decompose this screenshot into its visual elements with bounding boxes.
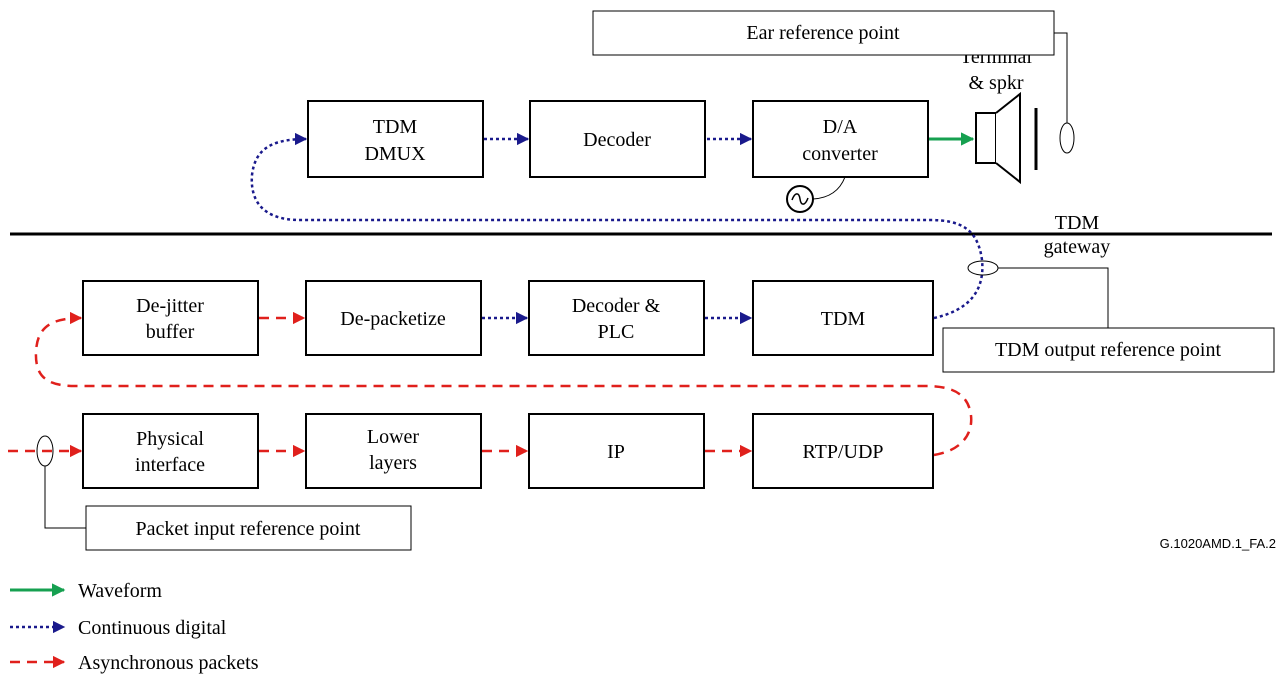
- legend: Waveform Continuous digital Asynchronous…: [10, 580, 259, 674]
- packet-input-reference-point: Packet input reference point: [36, 435, 412, 551]
- legend-label-asynchronous-packets: Asynchronous packets: [78, 652, 259, 674]
- tdm-box: TDM: [752, 280, 934, 356]
- depacketize-label: De-packetize: [340, 308, 446, 330]
- arrow-rtp-to-dejitter: [34, 311, 973, 457]
- depacketize-box: De-packetize: [305, 280, 482, 356]
- lower-label-2: layers: [369, 452, 417, 474]
- dejitter-label-2: buffer: [146, 321, 195, 343]
- legend-item-waveform: Waveform: [10, 580, 162, 602]
- decoder-plc-label-2: PLC: [598, 321, 635, 343]
- ip-box: IP: [528, 413, 705, 489]
- lower-layers-box: Lower layers: [305, 413, 482, 489]
- clock-oscillator-icon: [786, 176, 846, 213]
- dejitter-label-1: De-jitter: [136, 295, 204, 317]
- rtp-udp-label: RTP/UDP: [802, 441, 883, 463]
- ear-reference-point: Ear reference point: [592, 10, 1075, 154]
- legend-item-asynchronous-packets: Asynchronous packets: [10, 652, 259, 674]
- physical-label-1: Physical: [136, 428, 204, 450]
- terminal-label-2: & spkr: [969, 72, 1024, 94]
- ear-reference-label: Ear reference point: [746, 22, 900, 44]
- tdm-output-reference-label: TDM output reference point: [995, 339, 1221, 361]
- tdm-label: TDM: [821, 308, 866, 330]
- da-converter-label-2: converter: [802, 143, 878, 165]
- da-converter-label-1: D/A: [823, 116, 858, 138]
- decoder-box: Decoder: [529, 100, 706, 178]
- tdm-output-reference-point: TDM output reference point: [942, 260, 1275, 373]
- rtp-udp-box: RTP/UDP: [752, 413, 934, 489]
- tdm-dmux-label-1: TDM: [373, 116, 418, 138]
- tdm-dmux-label-2: DMUX: [364, 143, 426, 165]
- da-converter-box: D/A converter: [752, 100, 929, 178]
- gateway-label-2: gateway: [1044, 236, 1111, 258]
- physical-interface-box: Physical interface: [82, 413, 259, 489]
- packet-input-reference-label: Packet input reference point: [136, 518, 361, 540]
- legend-label-continuous-digital: Continuous digital: [78, 617, 227, 639]
- speaker-icon: [975, 91, 1038, 185]
- dejitter-buffer-box: De-jitter buffer: [82, 280, 259, 356]
- decoder-plc-box: Decoder & PLC: [528, 280, 705, 356]
- decoder-label: Decoder: [583, 129, 651, 151]
- gateway-label-1: TDM: [1055, 212, 1100, 234]
- ip-label: IP: [607, 441, 625, 463]
- lower-label-1: Lower: [367, 426, 420, 448]
- figure-id: G.1020AMD.1_FA.2: [1160, 536, 1276, 551]
- legend-label-waveform: Waveform: [78, 580, 162, 602]
- physical-label-2: interface: [135, 454, 205, 476]
- tdm-dmux-box: TDM DMUX: [307, 100, 484, 178]
- arrow-tdm-to-tdm-dmux: [250, 132, 984, 320]
- legend-item-continuous-digital: Continuous digital: [10, 617, 227, 639]
- decoder-plc-label-1: Decoder &: [572, 295, 661, 317]
